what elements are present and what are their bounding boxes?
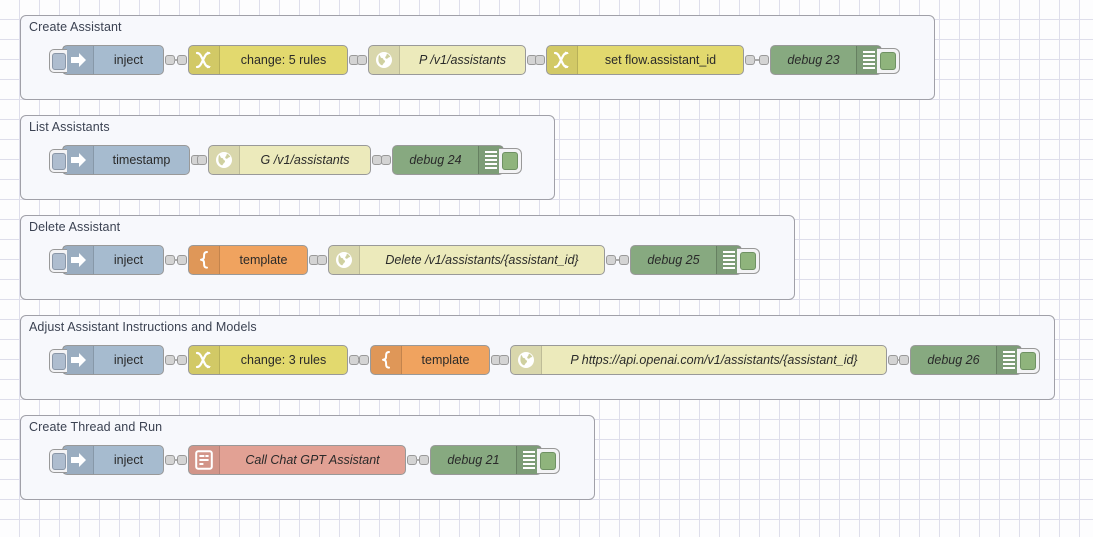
node-wire[interactable] (416, 459, 419, 461)
debug-toggle-button[interactable] (537, 448, 560, 474)
node-label: set flow.assistant_id (604, 53, 717, 67)
node-wire[interactable] (754, 59, 759, 61)
node-template[interactable]: template (188, 245, 308, 275)
node-label: debug 24 (409, 153, 462, 167)
flow-group-title: Create Thread and Run (29, 420, 163, 434)
node-label: template (239, 253, 288, 267)
node-label: P https://api.openai.com/v1/assistants/{… (570, 353, 858, 367)
node-change[interactable]: set flow.assistant_id (546, 45, 744, 75)
node-input-port[interactable] (535, 55, 545, 65)
node-inject[interactable]: inject (49, 245, 164, 275)
node-wire[interactable] (174, 359, 177, 361)
node-label: inject (113, 353, 144, 367)
inject-arrow-icon (63, 46, 94, 74)
brace-icon (189, 246, 220, 274)
node-label: Delete /v1/assistants/{assistant_id} (385, 253, 579, 267)
node-label: debug 23 (787, 53, 840, 67)
node-debug[interactable]: debug 21 (430, 445, 560, 475)
node-label: template (421, 353, 470, 367)
node-label: P /v1/assistants (418, 53, 507, 67)
node-label: timestamp (112, 153, 171, 167)
inject-arrow-icon (63, 446, 94, 474)
debug-toggle-button[interactable] (499, 148, 522, 174)
node-input-port[interactable] (177, 355, 187, 365)
debug-bars-icon (478, 146, 503, 174)
node-input-port[interactable] (317, 255, 327, 265)
node-change[interactable]: change: 5 rules (188, 45, 348, 75)
node-input-port[interactable] (357, 55, 367, 65)
inject-trigger-button[interactable] (49, 249, 67, 273)
node-input-port[interactable] (419, 455, 429, 465)
inject-arrow-icon (63, 346, 94, 374)
node-input-port[interactable] (619, 255, 629, 265)
node-inject[interactable]: timestamp (49, 145, 190, 175)
node-wire[interactable] (174, 459, 177, 461)
node-template[interactable]: template (370, 345, 490, 375)
globe-icon (369, 46, 400, 74)
shuffle-icon (189, 346, 220, 374)
flow-group-title: Adjust Assistant Instructions and Models (29, 320, 257, 334)
node-wire[interactable] (615, 259, 619, 261)
node-debug[interactable]: debug 24 (392, 145, 522, 175)
node-http_request[interactable]: P https://api.openai.com/v1/assistants/{… (510, 345, 887, 375)
debug-toggle-button[interactable] (1017, 348, 1040, 374)
node-wire[interactable] (358, 359, 359, 361)
node-label: debug 21 (447, 453, 500, 467)
node-input-port[interactable] (177, 455, 187, 465)
node-label: debug 25 (647, 253, 700, 267)
node-debug[interactable]: debug 26 (910, 345, 1040, 375)
flow-group-title: Delete Assistant (29, 220, 121, 234)
node-input-port[interactable] (899, 355, 909, 365)
node-input-port[interactable] (759, 55, 769, 65)
node-http_request[interactable]: G /v1/assistants (208, 145, 371, 175)
brace-icon (371, 346, 402, 374)
globe-icon (209, 146, 240, 174)
node-label: debug 26 (927, 353, 980, 367)
debug-bars-icon (716, 246, 741, 274)
node-function[interactable]: Call Chat GPT Assistant (188, 445, 406, 475)
flow-group-title: Create Assistant (29, 20, 122, 34)
inject-trigger-button[interactable] (49, 149, 67, 173)
globe-icon (329, 246, 360, 274)
shuffle-icon (189, 46, 220, 74)
node-label: change: 3 rules (240, 353, 327, 367)
node-label: change: 5 rules (240, 53, 327, 67)
node-label: inject (113, 253, 144, 267)
shuffle-icon (547, 46, 578, 74)
flow-group-title: List Assistants (29, 120, 110, 134)
node-wire[interactable] (897, 359, 899, 361)
inject-trigger-button[interactable] (49, 49, 67, 73)
node-change[interactable]: change: 3 rules (188, 345, 348, 375)
debug-bars-icon (516, 446, 541, 474)
node-debug[interactable]: debug 23 (770, 45, 900, 75)
node-input-port[interactable] (197, 155, 207, 165)
node-inject[interactable]: inject (49, 445, 164, 475)
node-label: inject (113, 53, 144, 67)
node-http_request[interactable]: Delete /v1/assistants/{assistant_id} (328, 245, 605, 275)
inject-arrow-icon (63, 246, 94, 274)
debug-bars-icon (856, 46, 881, 74)
node-inject[interactable]: inject (49, 45, 164, 75)
node-input-port[interactable] (359, 355, 369, 365)
node-wire[interactable] (174, 59, 177, 61)
node-label: Call Chat GPT Assistant (245, 453, 380, 467)
node-input-port[interactable] (177, 55, 187, 65)
debug-toggle-button[interactable] (877, 48, 900, 74)
node-input-port[interactable] (381, 155, 391, 165)
node-label: inject (113, 453, 144, 467)
function-list-icon (189, 446, 220, 474)
node-wire[interactable] (174, 259, 177, 261)
node-inject[interactable]: inject (49, 345, 164, 375)
debug-bars-icon (996, 346, 1021, 374)
inject-arrow-icon (63, 146, 94, 174)
inject-trigger-button[interactable] (49, 449, 67, 473)
inject-trigger-button[interactable] (49, 349, 67, 373)
globe-icon (511, 346, 542, 374)
node-label: G /v1/assistants (260, 153, 350, 167)
node-input-port[interactable] (499, 355, 509, 365)
debug-toggle-button[interactable] (737, 248, 760, 274)
node-input-port[interactable] (177, 255, 187, 265)
node-debug[interactable]: debug 25 (630, 245, 760, 275)
node-http_request[interactable]: P /v1/assistants (368, 45, 526, 75)
